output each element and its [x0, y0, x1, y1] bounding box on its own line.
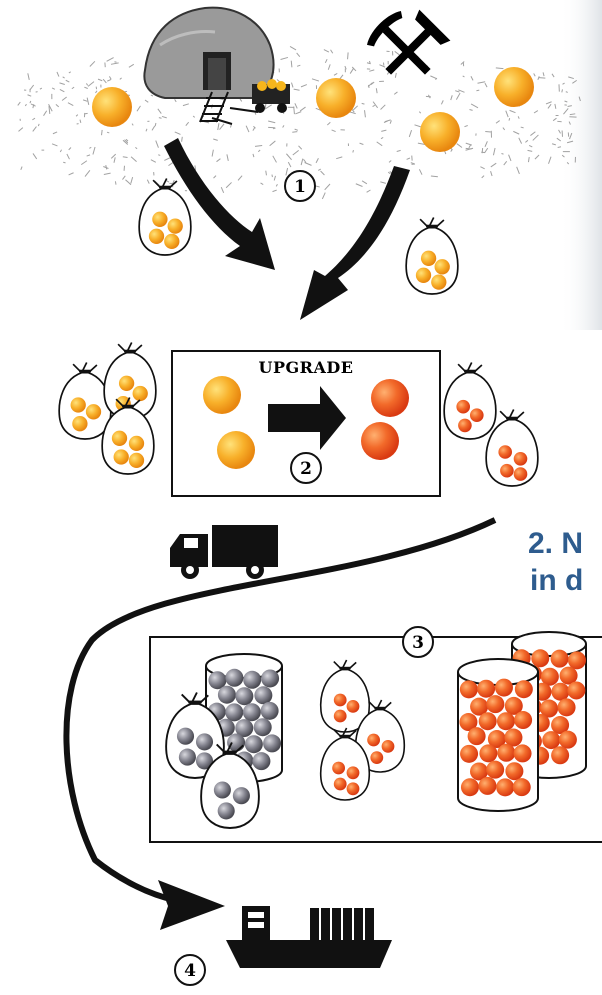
step-2-label: 2	[300, 459, 312, 479]
step-4-label: 4	[184, 961, 196, 981]
upgrade-title: UPGRADE	[259, 358, 354, 377]
truck-icon	[170, 525, 278, 579]
sack-group-grey	[164, 691, 261, 830]
sack-group-red-storage	[319, 658, 406, 802]
edge-shading	[560, 0, 602, 330]
step-1-label: 1	[294, 177, 306, 197]
sack-group-red	[442, 361, 540, 488]
upgrade-box: UPGRADE 2	[171, 350, 441, 497]
heading-line-1: 2. N	[528, 527, 583, 560]
step-3-label: 3	[412, 633, 424, 653]
upgrade-arrow-icon	[268, 386, 346, 450]
mine-icon	[143, 6, 275, 125]
arrow-icon	[63, 517, 497, 930]
sack-group-orange	[57, 341, 158, 476]
step-1-marker: 1	[284, 170, 316, 202]
sack-icon	[404, 216, 460, 296]
silo-icon	[457, 658, 539, 812]
arrow-icon	[164, 138, 410, 320]
heading-line-2: in d	[530, 564, 583, 597]
hammer-pick-icon	[366, 9, 451, 75]
step-4-marker: 4	[174, 954, 206, 986]
ship-icon	[226, 906, 392, 968]
mine-cart-icon	[252, 79, 290, 113]
ore-balls	[92, 67, 534, 152]
sack-icon	[137, 177, 193, 257]
